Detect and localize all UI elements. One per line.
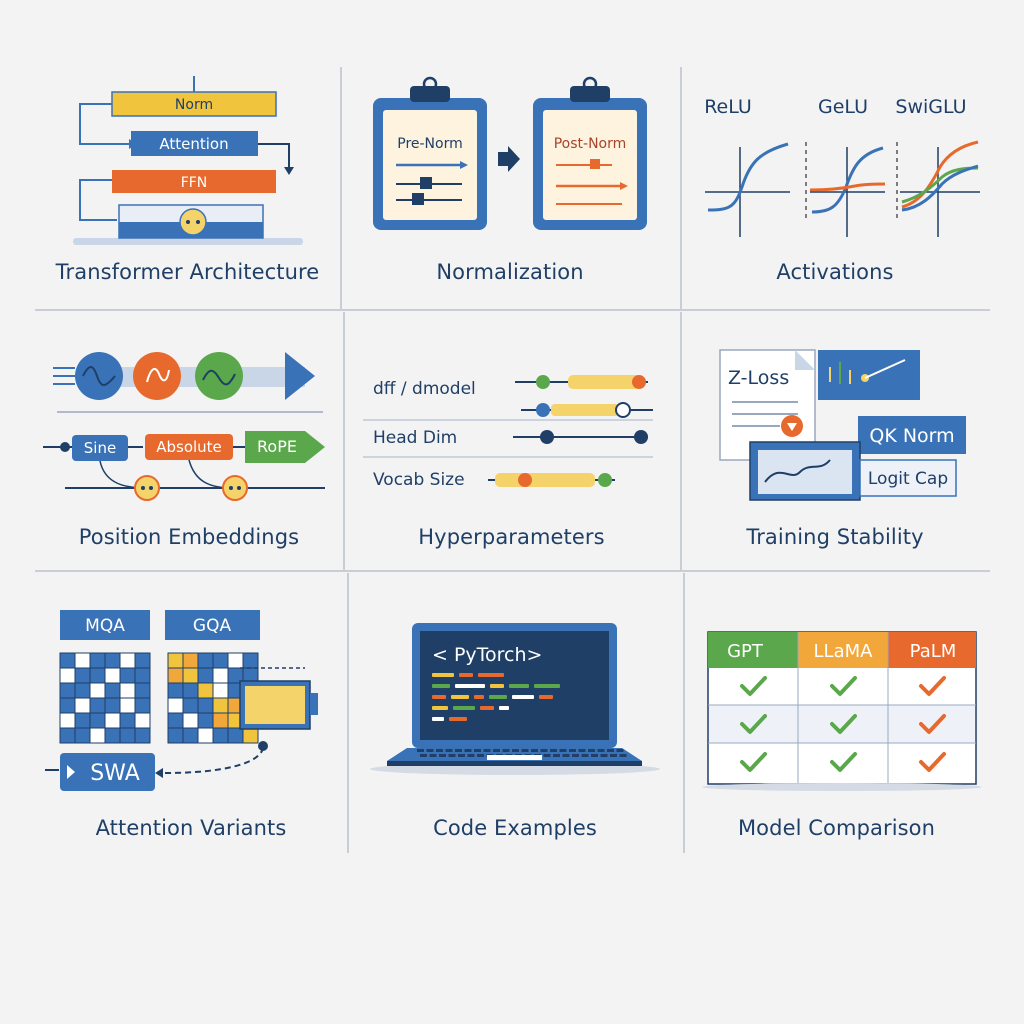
check-icon	[740, 714, 767, 734]
check-icon	[830, 676, 857, 696]
residual-node-icon	[179, 208, 207, 236]
topic-grid	[35, 62, 990, 862]
transformer-caption: Transformer Architecture	[55, 260, 320, 284]
ffn-label: FFN	[181, 175, 208, 191]
divider	[680, 67, 682, 309]
normalization-diagram: Pre-Norm Post-Norm	[373, 76, 647, 230]
divider	[35, 570, 990, 572]
position-caption: Position Embeddings	[78, 525, 300, 549]
sine-label: Sine	[84, 439, 116, 457]
hyperparameters-panel: dff / dmodel Head Dim Vocab Size Hyperpa…	[343, 312, 680, 570]
divider	[683, 573, 685, 853]
attention-label: Attention	[159, 135, 228, 153]
swiglu-label: SwiGLU	[895, 96, 966, 118]
code-lines	[432, 673, 560, 721]
transformer-panel: Norm Attention FFN Transformer Architect…	[35, 62, 340, 307]
sine-wave-icon	[75, 352, 123, 400]
divider	[343, 312, 345, 570]
head-dim-label: Head Dim	[373, 428, 457, 448]
pre-norm-label: Pre-Norm	[397, 136, 463, 152]
check-icon	[830, 714, 857, 734]
pytorch-label: < PyTorch>	[432, 644, 542, 666]
hyperparameters-diagram: dff / dmodel Head Dim Vocab Size	[363, 375, 653, 490]
attention-caption: Attention Variants	[95, 816, 287, 840]
check-icon	[740, 752, 767, 772]
palm-header: PaLM	[910, 641, 957, 662]
activations-caption: Activations	[776, 260, 894, 284]
dff-label: dff / dmodel	[373, 379, 476, 399]
normalization-panel: Pre-Norm Post-Norm Normalization	[340, 62, 680, 307]
transformer-diagram: Norm Attention FFN	[73, 76, 303, 245]
gpt-header: GPT	[727, 641, 764, 662]
divider	[35, 309, 990, 311]
absolute-label: Absolute	[156, 438, 222, 456]
check-icon	[919, 714, 946, 734]
stability-diagram: Z-Loss QK Norm Logit Cap	[719, 349, 966, 501]
z-loss-label: Z-Loss	[728, 367, 789, 389]
check-icon	[919, 676, 946, 696]
comparison-caption: Model Comparison	[737, 816, 936, 840]
chart-card-icon	[818, 350, 920, 400]
activations-panel: ReLU GeLU SwiGLU Activations	[680, 62, 990, 307]
divider	[680, 312, 682, 570]
normalization-caption: Normalization	[436, 260, 584, 284]
divider	[347, 573, 349, 853]
check-icon	[919, 752, 946, 772]
vocab-size-label: Vocab Size	[373, 470, 465, 490]
comparison-panel: GPT LLaMA PaLM Model Comparison	[683, 573, 990, 853]
attention-diagram: MQA GQA SWA	[45, 610, 318, 791]
divider	[340, 67, 342, 309]
mqa-matrix	[59, 652, 151, 744]
stability-caption: Training Stability	[746, 525, 924, 549]
swa-label: SWA	[90, 761, 140, 786]
code-panel: < PyTorch> Code Examples	[347, 573, 683, 853]
wave-icon	[195, 352, 243, 400]
mqa-label: MQA	[85, 616, 125, 636]
attention-panel: MQA GQA SWA Attention Variants	[35, 573, 347, 853]
code-diagram: < PyTorch>	[370, 623, 660, 775]
qk-norm-label: QK Norm	[869, 425, 954, 447]
arrow-right-icon	[498, 146, 520, 172]
position-diagram: Sine Absolute RoPE	[43, 352, 325, 501]
gqa-label: GQA	[193, 616, 232, 636]
code-caption: Code Examples	[433, 816, 597, 840]
rope-label: RoPE	[257, 437, 297, 456]
activations-diagram: ReLU GeLU SwiGLU	[704, 96, 980, 237]
hyperparameters-caption: Hyperparameters	[418, 525, 605, 549]
check-icon	[830, 752, 857, 772]
stability-panel: Z-Loss QK Norm Logit Cap Training Stabil…	[680, 312, 990, 570]
logit-cap-label: Logit Cap	[868, 469, 948, 489]
check-icon	[740, 676, 767, 696]
llama-header: LLaMA	[814, 641, 874, 662]
post-norm-label: Post-Norm	[554, 136, 627, 152]
relu-label: ReLU	[704, 96, 752, 118]
arrow-right-icon	[285, 352, 315, 400]
norm-label: Norm	[175, 97, 213, 113]
comparison-table: GPT LLaMA PaLM	[702, 631, 982, 791]
position-panel: Sine Absolute RoPE Position Embeddings	[35, 312, 343, 570]
gelu-label: GeLU	[818, 96, 868, 118]
rotation-icon	[133, 352, 181, 400]
